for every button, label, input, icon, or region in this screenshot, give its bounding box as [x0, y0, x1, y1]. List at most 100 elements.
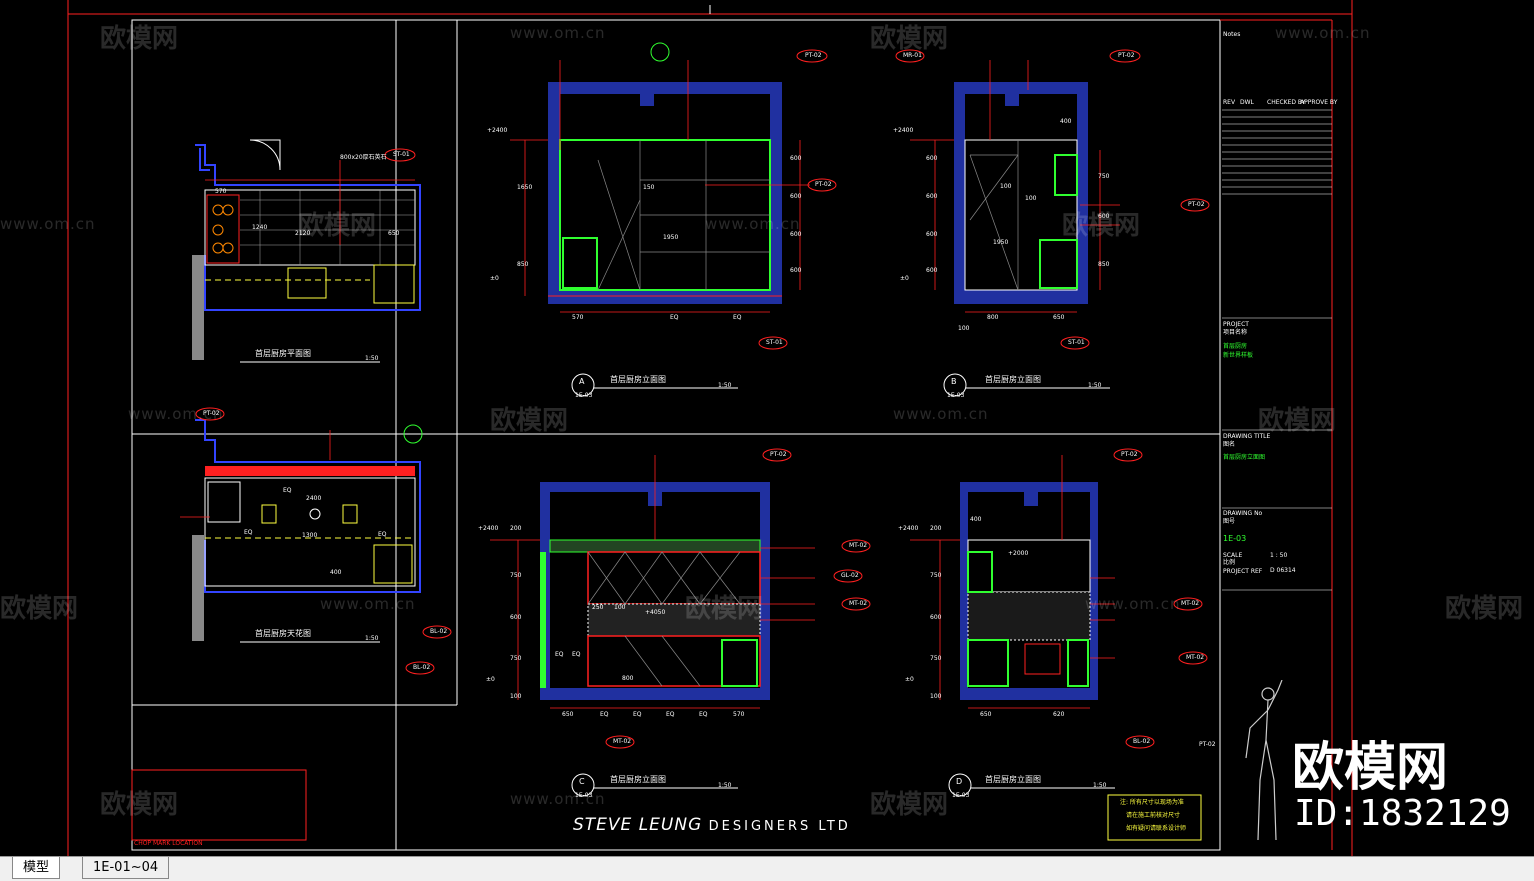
dim-label: 100 — [614, 604, 626, 611]
watermark: 欧模网 — [100, 24, 179, 54]
tb-rev-header: CHECKED BY — [1267, 99, 1306, 106]
watermark: 欧模网 — [870, 24, 949, 54]
company-name-italic: STEVE LEUNG — [573, 815, 703, 835]
tab-model[interactable]: 模型 — [12, 857, 61, 879]
view-c-scale: 1:50 — [718, 782, 732, 789]
view-a-title: 首层厨房立面图 — [610, 375, 666, 384]
dim-label: EQ — [699, 711, 708, 718]
material-tag: PT-02 — [770, 451, 787, 458]
dim-label: ±0 — [490, 275, 499, 282]
chop-mark-label: CHOP MARK LOCATION — [134, 840, 203, 847]
watermark: 欧模网 — [685, 594, 764, 624]
view-c-letter: C — [579, 777, 585, 786]
dim-label: EQ — [733, 314, 742, 321]
tb-drawing-title-label: DRAWING TITLE — [1223, 433, 1271, 440]
tb-project-line: 新世界样板 — [1223, 352, 1254, 359]
watermark-url: www.om.cn — [1085, 595, 1181, 613]
watermark-url: www.om.cn — [705, 215, 801, 233]
dim-label: +2400 — [893, 127, 914, 134]
watermark: 欧模网 — [870, 790, 949, 820]
watermark: 欧模网 — [1258, 406, 1337, 436]
dim-label: 250 — [592, 604, 604, 611]
dim-label: +2400 — [487, 127, 508, 134]
watermark-url: www.om.cn — [510, 790, 606, 808]
dim-label: 400 — [330, 569, 342, 576]
watermark: 欧模网 — [1445, 594, 1524, 624]
dim-label: 600 — [930, 614, 942, 621]
material-tag: MT-02 — [613, 738, 632, 745]
watermark-url: www.om.cn — [510, 24, 606, 42]
tb-project-ref-value: D 06314 — [1270, 567, 1296, 574]
dim-label: 600 — [790, 193, 802, 200]
dim-label: 600 — [510, 614, 522, 621]
material-tag: BL-02 — [430, 628, 448, 635]
dim-label: 800 — [987, 314, 999, 321]
brand-figure-icon — [1238, 679, 1288, 850]
view-d-title: 首层厨房立面图 — [985, 775, 1041, 784]
dim-label: 2120 — [295, 230, 311, 237]
dim-label: EQ — [600, 711, 609, 718]
dim-label: +2400 — [478, 525, 499, 532]
watermark-url: www.om.cn — [893, 405, 989, 423]
dim-label: 650 — [388, 230, 400, 237]
layout-tab-bar: 模型 1E-01~04 — [0, 856, 1534, 881]
tab-layout-1e-01-04[interactable]: 1E-01~04 — [82, 857, 170, 879]
dim-label: 600 — [790, 155, 802, 162]
dim-label: 200 — [510, 525, 522, 532]
dim-label: 100 — [1025, 195, 1037, 202]
dim-label: EQ — [572, 651, 581, 658]
dim-label: 600 — [790, 267, 802, 274]
dim-label: EQ — [670, 314, 679, 321]
dim-label: 600 — [926, 155, 938, 162]
tb-scale-value: 1 : 50 — [1270, 552, 1288, 559]
dim-label: 620 — [1053, 711, 1065, 718]
material-tag: ST-01 — [393, 151, 410, 158]
material-tag: MT-02 — [849, 600, 868, 607]
dim-label: 800 — [622, 675, 634, 682]
brand-badge-id: ID:1832129 — [1294, 793, 1511, 834]
dim-label: EQ — [244, 529, 253, 536]
tb-project-label: PROJECT — [1223, 321, 1249, 328]
cad-model-canvas[interactable]: 欧模网 欧模网 欧模网 欧模网 欧模网 欧模网 欧模网 欧模网 欧模网 欧模网 … — [0, 0, 1534, 856]
watermark: 欧模网 — [0, 594, 79, 624]
dim-label: EQ — [666, 711, 675, 718]
tb-rev-header: REV — [1223, 99, 1236, 106]
dim-label: 600 — [1098, 213, 1110, 220]
material-tag: BL-02 — [1133, 738, 1151, 745]
dim-label: 100 — [510, 693, 522, 700]
material-tag: MR-01 — [903, 52, 922, 59]
dim-label: 400 — [970, 516, 982, 523]
legend-note: 请在施工前核对尺寸 — [1126, 812, 1181, 819]
tb-scale-cn: 比例 — [1223, 559, 1236, 566]
dim-label: 850 — [517, 261, 529, 268]
dim-label: 650 — [562, 711, 574, 718]
company-name-rest: DESIGNERS LTD — [708, 819, 851, 834]
dim-label: +2000 — [1008, 550, 1029, 557]
dim-label: 750 — [1098, 173, 1110, 180]
dim-label: +4050 — [645, 609, 666, 616]
tb-project-line: 首层厨房 — [1223, 343, 1248, 350]
material-tag: PT-02 — [805, 52, 822, 59]
material-tag: ST-01 — [1068, 339, 1085, 346]
dim-label: 850 — [1098, 261, 1110, 268]
dim-label: EQ — [555, 651, 564, 658]
dim-label: 100 — [930, 693, 942, 700]
watermark: 欧模网 — [298, 211, 377, 241]
dim-label: +2400 — [898, 525, 919, 532]
dim-label: EQ — [283, 487, 292, 494]
view-d-letter: D — [956, 777, 963, 786]
watermark: 欧模网 — [1062, 211, 1141, 241]
legend-note: 如有疑问请联系设计师 — [1126, 825, 1187, 832]
dim-label: 200 — [930, 525, 942, 532]
view-c-title: 首层厨房立面图 — [610, 775, 666, 784]
view-d-ref: 1E-03 — [952, 792, 970, 799]
dim-label: ±0 — [905, 676, 914, 683]
tb-scale-label: SCALE — [1223, 552, 1243, 559]
legend-note: 注: 所有尺寸以现场为准 — [1120, 799, 1184, 806]
view-d-scale: 1:50 — [1093, 782, 1107, 789]
dim-label: 400 — [1060, 118, 1072, 125]
dim-label: 2400 — [306, 495, 322, 502]
dim-label: 100 — [958, 325, 970, 332]
dim-label: 100 — [1000, 183, 1012, 190]
watermark-url: www.om.cn — [320, 595, 416, 613]
